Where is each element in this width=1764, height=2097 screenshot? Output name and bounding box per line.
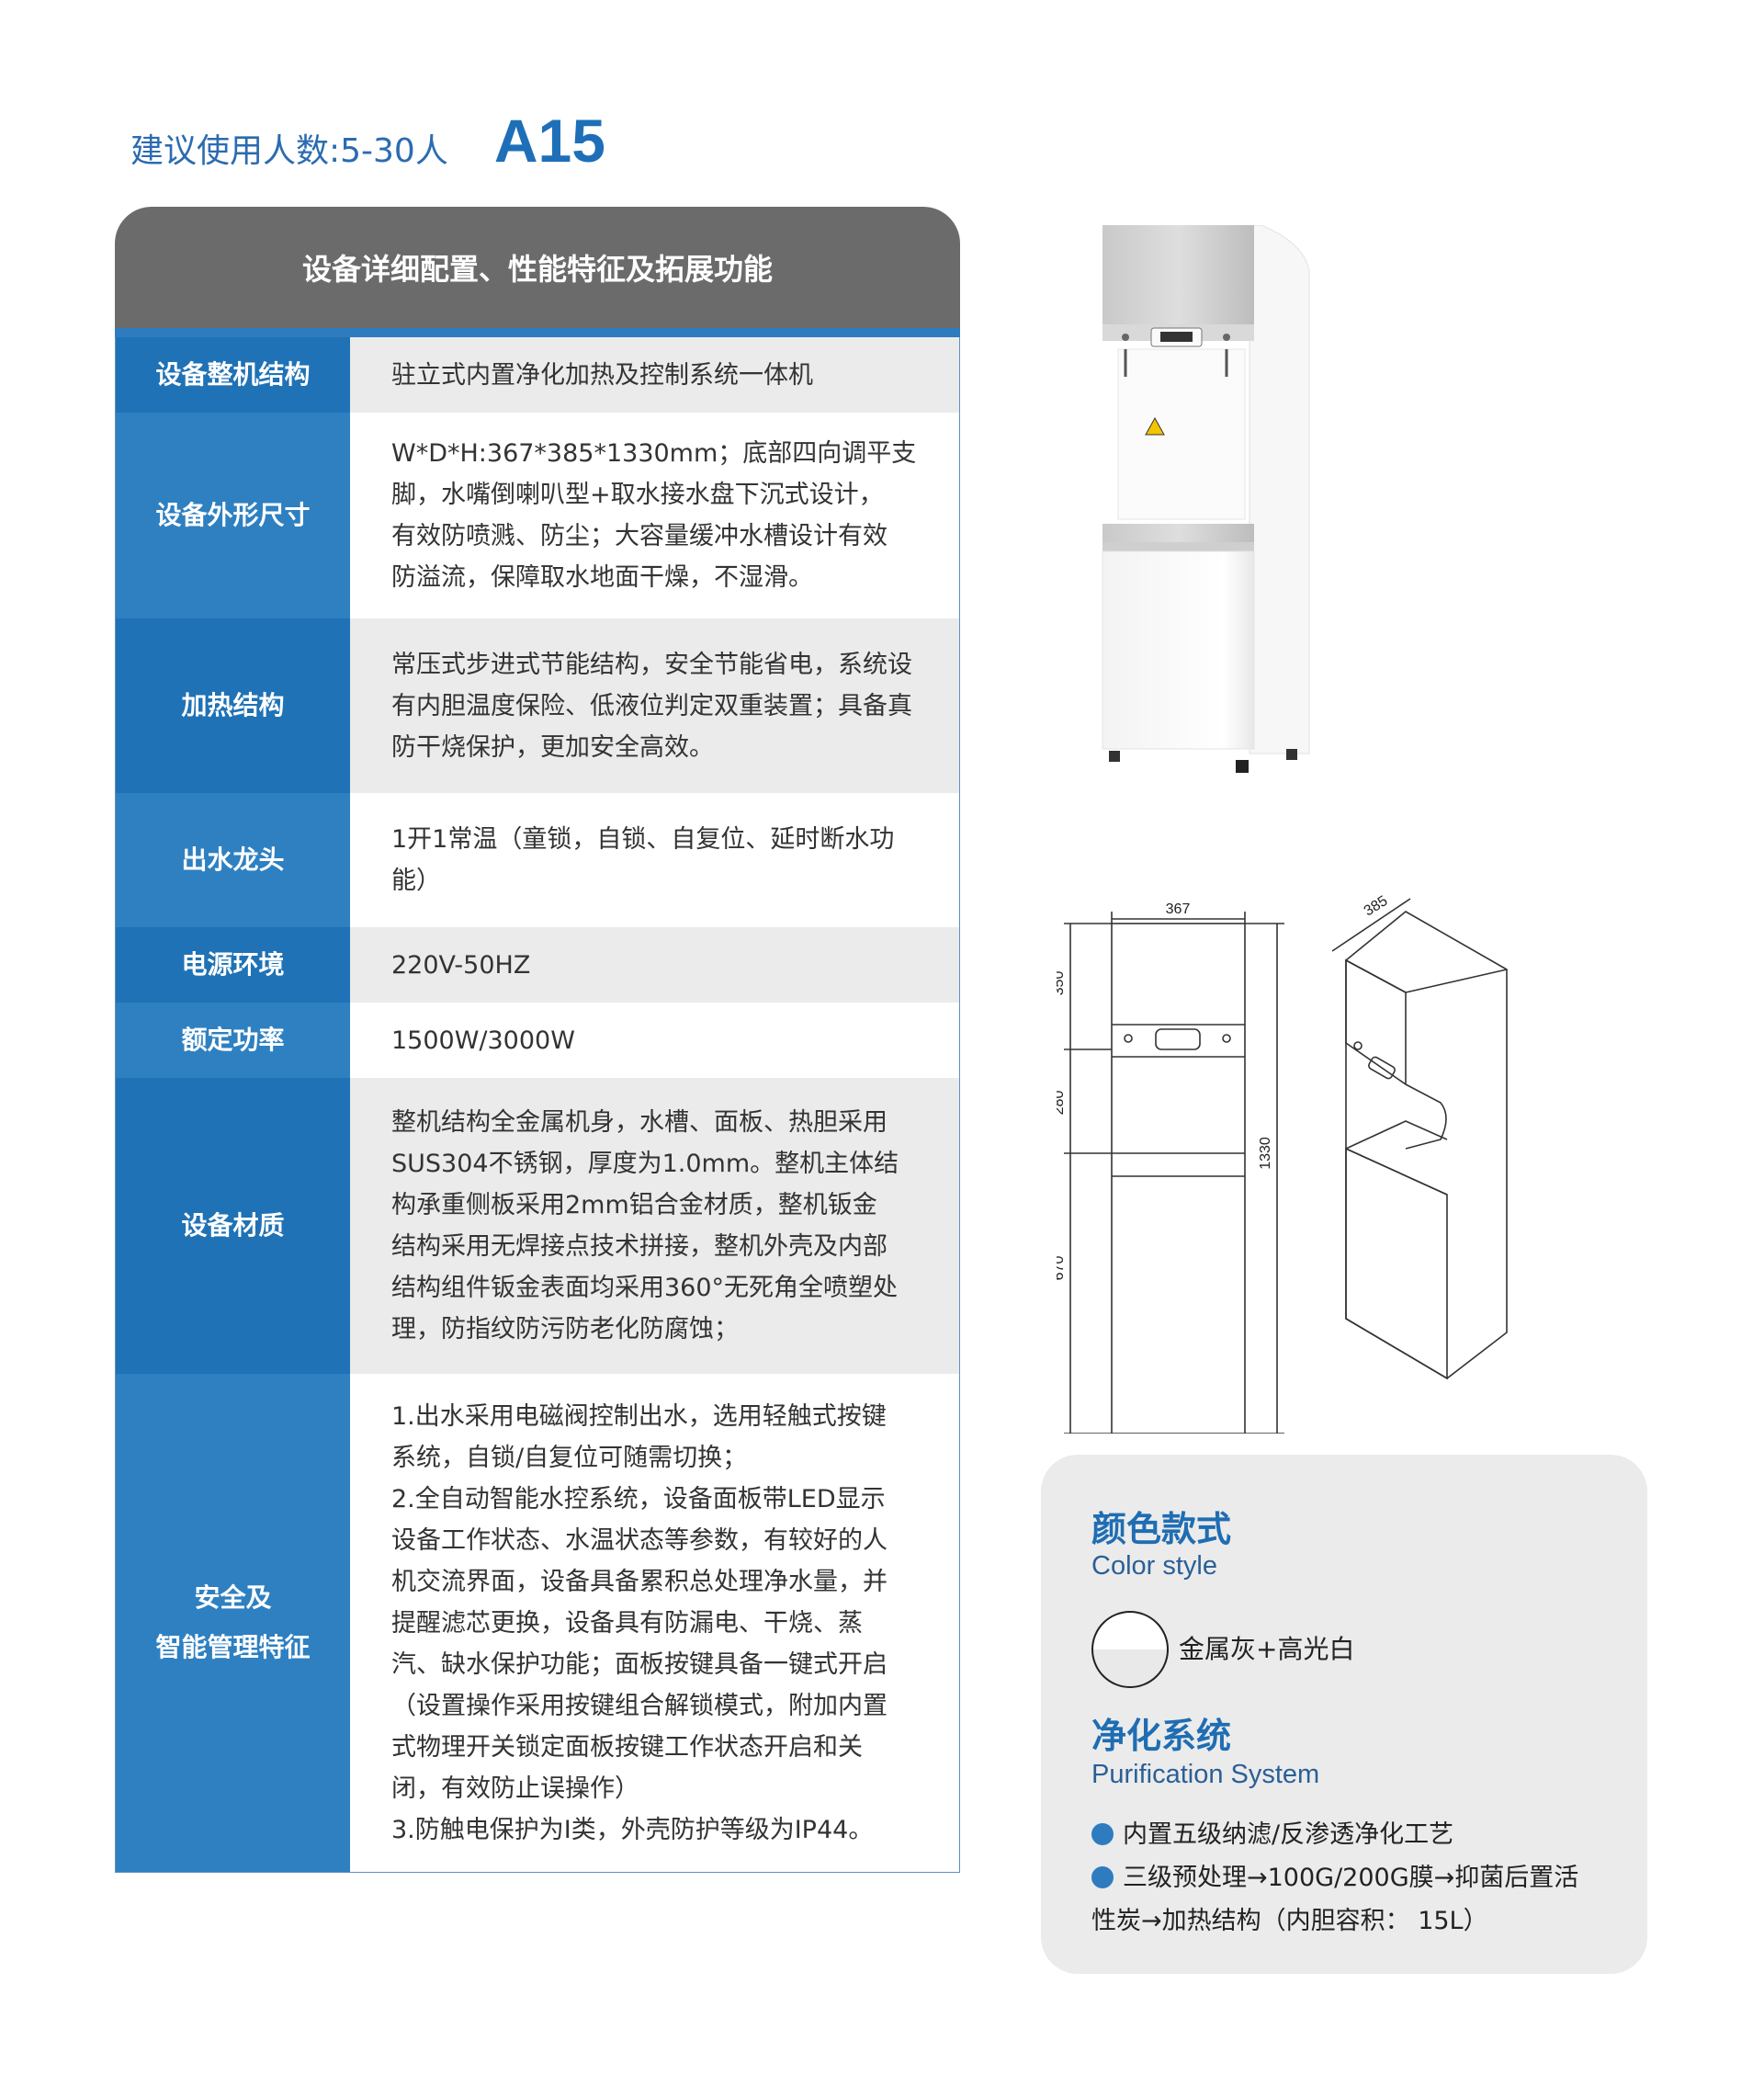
options-panel: 颜色款式 Color style 金属灰+高光白 净化系统 Purificati… [1041, 1455, 1647, 1974]
purification-title: 净化系统 [1091, 1716, 1232, 1756]
spec-label: 出水龙头 [116, 793, 350, 927]
spec-label: 额定功率 [116, 1003, 350, 1078]
purification-subtitle: Purification System [1091, 1760, 1320, 1789]
spec-value: 常压式步进式节能结构，安全节能省电，系统设 有内胆温度保险、低液位判定双重装置；… [350, 618, 959, 793]
spec-value: 整机结构全金属机身，水槽、面板、热胆采用 SUS304不锈钢，厚度为1.0mm。… [350, 1078, 959, 1374]
bullet-dot-icon [1091, 1823, 1114, 1845]
bullet-dot-icon [1091, 1866, 1114, 1888]
spec-row-material: 设备材质 整机结构全金属机身，水槽、面板、热胆采用 SUS304不锈钢，厚度为1… [116, 1078, 959, 1374]
spec-value: 1开1常温（童锁，自锁、自复位、延时断水功 能） [350, 793, 959, 927]
list-item-continuation: 性炭→加热结构（内胆容积： 15L） [1091, 1907, 1488, 1935]
spec-label: 设备整机结构 [116, 337, 350, 413]
spec-label: 电源环境 [116, 927, 350, 1003]
product-image [1102, 225, 1310, 773]
dim-width: 367 [1166, 901, 1191, 917]
list-item: 内置五级纳滤/反渗透净化工艺 [1091, 1813, 1624, 1856]
spec-row-safety: 安全及 智能管理特征 1.出水采用电磁阀控制出水，选用轻触式按键 系统，自锁/自… [116, 1374, 959, 1872]
spec-title: 设备详细配置、性能特征及拓展功能 [115, 207, 960, 328]
dim-seg-mid: 280 [1057, 1091, 1067, 1116]
spec-table: 设备整机结构 驻立式内置净化加热及控制系统一体机 设备外形尺寸 W*D*H:36… [115, 337, 960, 1873]
spec-value: 220V-50HZ [350, 927, 959, 1003]
color-style-title: 颜色款式 [1091, 1509, 1232, 1549]
spec-row-rated-power: 额定功率 1500W/3000W [116, 1003, 959, 1078]
color-swatch-label: 金属灰+高光白 [1179, 1634, 1355, 1664]
spec-row-heating: 加热结构 常压式步进式节能结构，安全节能省电，系统设 有内胆温度保险、低液位判定… [116, 618, 959, 793]
color-style-subtitle: Color style [1091, 1551, 1217, 1581]
spec-label: 加热结构 [116, 618, 350, 793]
recommended-users: 建议使用人数:5-30人 [130, 132, 448, 170]
page-header: 建议使用人数:5-30人 A15 [130, 106, 605, 176]
dimension-drawings: 367 385 350 280 670 1330 [1057, 893, 1508, 1434]
spec-value: 驻立式内置净化加热及控制系统一体机 [350, 337, 959, 413]
spec-row-faucet: 出水龙头 1开1常温（童锁，自锁、自复位、延时断水功 能） [116, 793, 959, 927]
spec-label: 设备材质 [116, 1078, 350, 1374]
spec-value: W*D*H:367*385*1330mm；底部四向调平支 脚，水嘴倒喇叭型+取水… [350, 413, 959, 618]
spec-label: 安全及 智能管理特征 [116, 1374, 350, 1872]
dim-height-total: 1330 [1258, 1137, 1273, 1170]
spec-title-underline [115, 328, 960, 337]
spec-row-dimensions: 设备外形尺寸 W*D*H:367*385*1330mm；底部四向调平支 脚，水嘴… [116, 413, 959, 618]
purification-list: 内置五级纳滤/反渗透净化工艺 三级预处理→100G/200G膜→抑菌后置活 性炭… [1091, 1813, 1624, 1943]
spec-row-structure: 设备整机结构 驻立式内置净化加热及控制系统一体机 [116, 337, 959, 413]
color-swatch [1091, 1611, 1169, 1688]
spec-card: 设备详细配置、性能特征及拓展功能 设备整机结构 驻立式内置净化加热及控制系统一体… [115, 207, 960, 1873]
spec-label: 设备外形尺寸 [116, 413, 350, 618]
dim-seg-bottom: 670 [1057, 1256, 1067, 1281]
model-number: A15 [493, 107, 605, 175]
list-item: 三级预处理→100G/200G膜→抑菌后置活 [1091, 1856, 1624, 1899]
spec-row-power-supply: 电源环境 220V-50HZ [116, 927, 959, 1003]
dim-seg-top: 350 [1057, 971, 1067, 996]
spec-value: 1.出水采用电磁阀控制出水，选用轻触式按键 系统，自锁/自复位可随需切换； 2.… [350, 1374, 959, 1872]
spec-value: 1500W/3000W [350, 1003, 959, 1078]
